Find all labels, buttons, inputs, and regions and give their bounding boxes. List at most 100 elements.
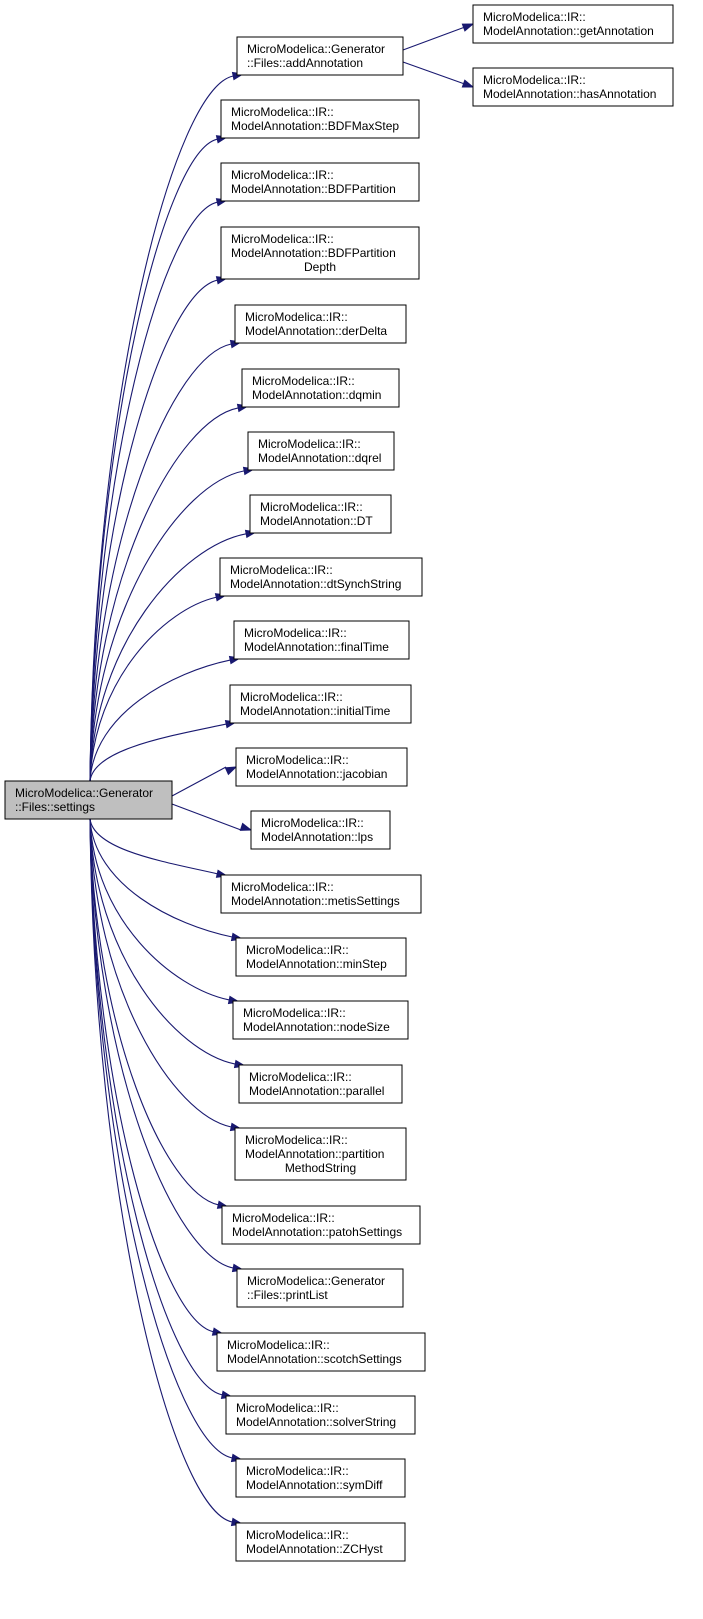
node-addAnnotation[interactable]: MicroModelica::Generator::Files::addAnno… xyxy=(236,36,404,76)
node-symDiff[interactable]: MicroModelica::IR::ModelAnnotation::symD… xyxy=(235,1458,406,1498)
node-jacobian[interactable]: MicroModelica::IR::ModelAnnotation::jaco… xyxy=(235,747,408,787)
node-derDelta[interactable]: MicroModelica::IR::ModelAnnotation::derD… xyxy=(234,304,407,344)
node-box xyxy=(235,1522,406,1562)
node-label-line: ModelAnnotation::dqrel xyxy=(258,451,381,465)
node-metisSettings[interactable]: MicroModelica::IR::ModelAnnotation::meti… xyxy=(220,874,422,914)
edge-line xyxy=(89,533,247,782)
node-label-line: MicroModelica::IR:: xyxy=(252,374,355,388)
node-label-line: MicroModelica::IR:: xyxy=(245,310,348,324)
edge-line xyxy=(89,723,227,782)
edge-arrowhead xyxy=(224,766,238,776)
node-BDFMaxStep[interactable]: MicroModelica::IR::ModelAnnotation::BDFM… xyxy=(220,99,420,139)
edge-arrowhead xyxy=(461,79,475,88)
edge-line xyxy=(89,818,219,1206)
edge-line xyxy=(89,470,245,782)
node-box xyxy=(472,4,674,44)
node-settings[interactable]: MicroModelica::Generator::Files::setting… xyxy=(4,780,173,820)
edge-line xyxy=(171,803,242,831)
edge-line xyxy=(89,201,218,782)
node-label-line: ModelAnnotation::metisSettings xyxy=(231,894,400,908)
node-label-line: ModelAnnotation::BDFPartition xyxy=(231,246,396,260)
node-partitionMethodString[interactable]: MicroModelica::IR::ModelAnnotation::part… xyxy=(234,1127,407,1181)
node-label-line: MicroModelica::IR:: xyxy=(483,73,586,87)
node-solverString[interactable]: MicroModelica::IR::ModelAnnotation::solv… xyxy=(225,1395,416,1435)
node-label-line: ModelAnnotation::solverString xyxy=(236,1415,396,1429)
nodes-layer: MicroModelica::Generator::Files::setting… xyxy=(4,4,674,1562)
node-label-line: ModelAnnotation::hasAnnotation xyxy=(483,87,656,101)
node-box xyxy=(232,1000,409,1040)
node-BDFPartition[interactable]: MicroModelica::IR::ModelAnnotation::BDFP… xyxy=(220,162,420,202)
edge-settings-to-ZCHyst xyxy=(89,818,244,1527)
node-hasAnnotation[interactable]: MicroModelica::IR::ModelAnnotation::hasA… xyxy=(472,67,674,107)
node-patohSettings[interactable]: MicroModelica::IR::ModelAnnotation::pato… xyxy=(221,1205,421,1245)
node-label-line: ModelAnnotation::dtSynchString xyxy=(230,577,401,591)
node-getAnnotation[interactable]: MicroModelica::IR::ModelAnnotation::getA… xyxy=(472,4,674,44)
node-minStep[interactable]: MicroModelica::IR::ModelAnnotation::minS… xyxy=(235,937,407,977)
node-box xyxy=(236,36,404,76)
node-box xyxy=(250,810,391,850)
node-label-line: ModelAnnotation::parallel xyxy=(249,1084,384,1098)
node-DT[interactable]: MicroModelica::IR::ModelAnnotation::DT xyxy=(249,494,392,534)
edge-line xyxy=(89,818,223,1396)
node-dqmin[interactable]: MicroModelica::IR::ModelAnnotation::dqmi… xyxy=(241,368,400,408)
node-label-line: MicroModelica::Generator xyxy=(15,786,153,800)
node-label-line: ModelAnnotation::patohSettings xyxy=(232,1225,402,1239)
node-label-line: MicroModelica::IR:: xyxy=(246,1528,349,1542)
node-label-line: ModelAnnotation::partition xyxy=(245,1147,384,1161)
node-label-line: ModelAnnotation::lps xyxy=(261,830,373,844)
node-label-line: MicroModelica::IR:: xyxy=(245,1133,348,1147)
node-box xyxy=(220,99,420,139)
node-label-line: MicroModelica::IR:: xyxy=(231,105,334,119)
edge-line xyxy=(89,818,233,938)
edge-settings-to-lps xyxy=(171,803,253,831)
node-box xyxy=(235,747,408,787)
edge-arrowhead xyxy=(239,822,253,831)
node-label-line: ModelAnnotation::getAnnotation xyxy=(483,24,654,38)
node-box xyxy=(241,368,400,408)
node-dqrel[interactable]: MicroModelica::IR::ModelAnnotation::dqre… xyxy=(247,431,395,471)
node-lps[interactable]: MicroModelica::IR::ModelAnnotation::lps xyxy=(250,810,391,850)
node-label-line: MicroModelica::IR:: xyxy=(246,753,349,767)
node-label-line: ModelAnnotation::ZCHyst xyxy=(246,1542,383,1556)
node-nodeSize[interactable]: MicroModelica::IR::ModelAnnotation::node… xyxy=(232,1000,409,1040)
edge-line xyxy=(89,659,231,782)
edge-line xyxy=(89,818,214,1333)
node-label-line: MicroModelica::IR:: xyxy=(246,943,349,957)
edge-line xyxy=(89,279,218,782)
node-box xyxy=(238,1064,403,1104)
node-label-line: MicroModelica::IR:: xyxy=(246,1464,349,1478)
edge-settings-to-partitionMethodString xyxy=(89,818,243,1132)
node-label-line: MicroModelica::IR:: xyxy=(249,1070,352,1084)
node-scotchSettings[interactable]: MicroModelica::IR::ModelAnnotation::scot… xyxy=(216,1332,426,1372)
node-label-line: MicroModelica::IR:: xyxy=(258,437,361,451)
node-label-line: ModelAnnotation::BDFMaxStep xyxy=(231,119,399,133)
edge-line xyxy=(89,407,239,782)
node-parallel[interactable]: MicroModelica::IR::ModelAnnotation::para… xyxy=(238,1064,403,1104)
node-label-line: MicroModelica::Generator xyxy=(247,42,385,56)
edge-line xyxy=(89,596,217,782)
edge-line xyxy=(89,818,233,1459)
node-box xyxy=(4,780,173,820)
node-label-line: MethodString xyxy=(285,1161,356,1175)
node-label-line: MicroModelica::IR:: xyxy=(227,1338,330,1352)
edge-settings-to-patohSettings xyxy=(89,818,230,1209)
node-finalTime[interactable]: MicroModelica::IR::ModelAnnotation::fina… xyxy=(233,620,410,660)
node-label-line: ::Files::settings xyxy=(15,800,95,814)
node-box xyxy=(236,1268,404,1308)
edge-settings-to-BDFMaxStep xyxy=(89,135,229,782)
node-BDFPartitionDepth[interactable]: MicroModelica::IR::ModelAnnotation::BDFP… xyxy=(220,226,420,280)
node-box xyxy=(220,162,420,202)
node-printList[interactable]: MicroModelica::Generator::Files::printLi… xyxy=(236,1268,404,1308)
node-ZCHyst[interactable]: MicroModelica::IR::ModelAnnotation::ZCHy… xyxy=(235,1522,406,1562)
node-label-line: MicroModelica::IR:: xyxy=(483,10,586,24)
edge-line xyxy=(171,766,227,797)
node-box xyxy=(233,620,410,660)
node-label-line: ModelAnnotation::finalTime xyxy=(244,640,389,654)
node-label-line: MicroModelica::IR:: xyxy=(240,690,343,704)
node-label-line: MicroModelica::IR:: xyxy=(232,1211,335,1225)
edge-settings-to-minStep xyxy=(89,818,244,942)
node-label-line: MicroModelica::IR:: xyxy=(236,1401,339,1415)
node-initialTime[interactable]: MicroModelica::IR::ModelAnnotation::init… xyxy=(229,684,412,724)
node-dtSynchString[interactable]: MicroModelica::IR::ModelAnnotation::dtSy… xyxy=(219,557,423,597)
edge-line xyxy=(89,343,232,782)
